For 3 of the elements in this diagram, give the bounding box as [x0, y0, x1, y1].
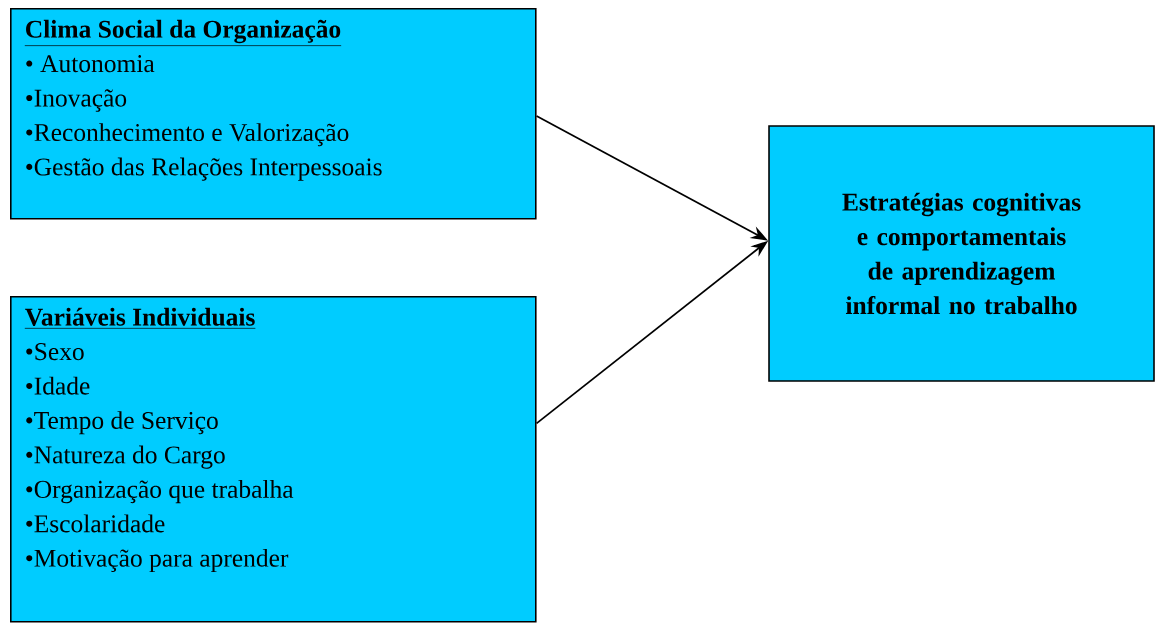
list-box: Variáveis Individuais •Sexo •Idade •Tempo de Serviço •Natureza do Cargo •Organização que trabalha •Escolaridade •Motivação para aprender: [10, 296, 537, 623]
list-box: Clima Social da Organização • Autonomia •Inovação •Reconhecimento e Valorização •Gestão das Relações Interpessoais: [10, 8, 537, 220]
process-box: Estratégias cognitivas e comportamentais de aprendizagem informal no trabalho: [768, 125, 1155, 382]
